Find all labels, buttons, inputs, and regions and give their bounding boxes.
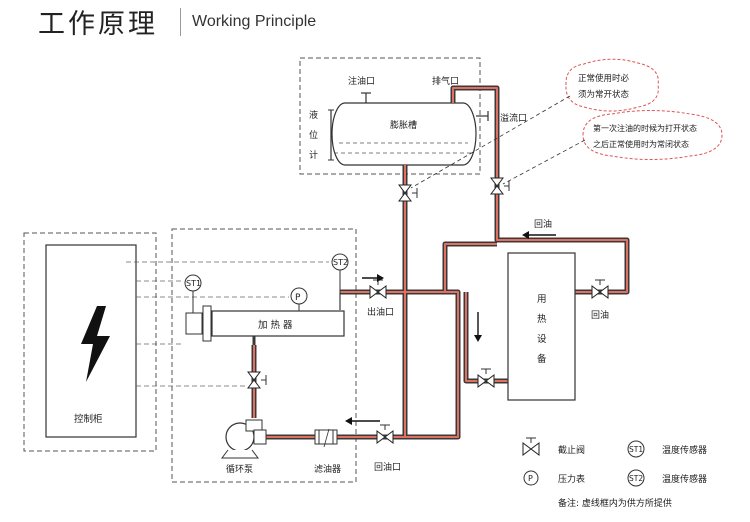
equipment-label-2: 热 bbox=[537, 313, 547, 325]
lightning-icon bbox=[81, 306, 110, 382]
pump-valve-icon bbox=[247, 371, 261, 389]
expansion-tank bbox=[328, 92, 489, 166]
filter-icon bbox=[314, 429, 338, 445]
level-gauge-label-2: 位 bbox=[309, 129, 318, 141]
st1-sensor-icon bbox=[184, 274, 202, 292]
callout-first-fill-1: 第一次注油的时候为打开状态 bbox=[593, 123, 697, 133]
tank-label: 膨胀槽 bbox=[390, 119, 417, 131]
callout-leader-1 bbox=[410, 95, 571, 189]
return-valve-icon bbox=[376, 430, 394, 444]
flow-arrows bbox=[345, 231, 556, 425]
heater bbox=[211, 310, 345, 337]
callout-first-fill-2: 之后正常使用时为常闭状态 bbox=[593, 139, 689, 149]
overflow-port-label: 溢流口 bbox=[500, 112, 527, 124]
tank-valve-right-icon bbox=[490, 177, 504, 195]
cabinet-label: 控制柜 bbox=[74, 413, 103, 425]
legend-st2-symbol: ST2 bbox=[629, 474, 643, 483]
st2-sensor-label: ST2 bbox=[333, 258, 348, 267]
return-label-top: 回油 bbox=[534, 218, 552, 230]
heater-flange-plate bbox=[202, 305, 212, 342]
legend-pressure-symbol: P bbox=[528, 474, 533, 483]
st2-sensor-icon bbox=[331, 253, 349, 271]
header: 工作原理 Working Principle bbox=[0, 0, 750, 46]
equipment-label-4: 备 bbox=[537, 353, 547, 365]
legend-st1-icon bbox=[627, 440, 645, 458]
heater-flange bbox=[185, 312, 203, 335]
unit-dashed-box bbox=[171, 228, 357, 483]
pump-label: 循环泵 bbox=[226, 463, 253, 475]
outlet-valve-icon bbox=[369, 285, 387, 299]
pressure-gauge-label: P bbox=[295, 293, 301, 303]
equipment-label-1: 用 bbox=[537, 294, 547, 305]
st1-sensor-label: ST1 bbox=[186, 279, 201, 288]
legend-temp-label-2: 温度传感器 bbox=[662, 473, 707, 485]
tank-dashed-box bbox=[299, 57, 481, 175]
legend-st1-symbol: ST1 bbox=[629, 445, 643, 454]
cabinet-dashed-box bbox=[23, 232, 157, 452]
callout-normally-open-1: 正常使用时必 bbox=[578, 73, 630, 84]
equipment-label-3: 设 bbox=[537, 334, 547, 345]
title-divider bbox=[180, 8, 181, 36]
legend-valve-label: 截止阀 bbox=[558, 444, 585, 456]
heat-equipment bbox=[507, 252, 576, 401]
page-subtitle: Working Principle bbox=[192, 13, 317, 30]
fill-port-label: 注油口 bbox=[348, 75, 375, 87]
callout-bubble-normally-open bbox=[565, 58, 659, 112]
outlet-label: 出油口 bbox=[367, 306, 394, 318]
legend-temp-label-1: 温度传感器 bbox=[662, 444, 707, 456]
legend-pressure-icon bbox=[523, 470, 539, 486]
vent-port-label: 排气口 bbox=[432, 75, 459, 87]
equipment-valve-icon bbox=[477, 374, 495, 388]
legend-st2-icon bbox=[627, 469, 645, 487]
legend-note: 备注: 虚线框内为供方所提供 bbox=[558, 497, 672, 509]
callout-leader-2 bbox=[502, 139, 586, 185]
return-port-label: 回油口 bbox=[374, 461, 401, 473]
legend: 截止阀 P 压力表 ST1 温度传感器 ST2 温度传感器 备注: 虚线框内为供… bbox=[522, 437, 707, 509]
right-return-valve-icon bbox=[591, 285, 609, 299]
filter-label: 滤油器 bbox=[314, 463, 341, 475]
callout-bubble-first-fill bbox=[582, 110, 723, 160]
signal-lines bbox=[126, 261, 329, 387]
level-gauge-label-1: 液 bbox=[309, 109, 318, 121]
heater-label: 加 热 器 bbox=[258, 319, 293, 331]
callout-normally-open-2: 须为常开状态 bbox=[578, 89, 630, 100]
tank-valve-left-icon bbox=[398, 184, 412, 202]
level-gauge-label-3: 计 bbox=[309, 149, 318, 161]
legend-valve-icon bbox=[522, 442, 540, 456]
legend-pressure-label: 压力表 bbox=[558, 473, 585, 485]
pressure-gauge-icon bbox=[290, 287, 308, 305]
return-label-right: 回油 bbox=[591, 309, 609, 321]
page-title: 工作原理 bbox=[38, 9, 158, 40]
